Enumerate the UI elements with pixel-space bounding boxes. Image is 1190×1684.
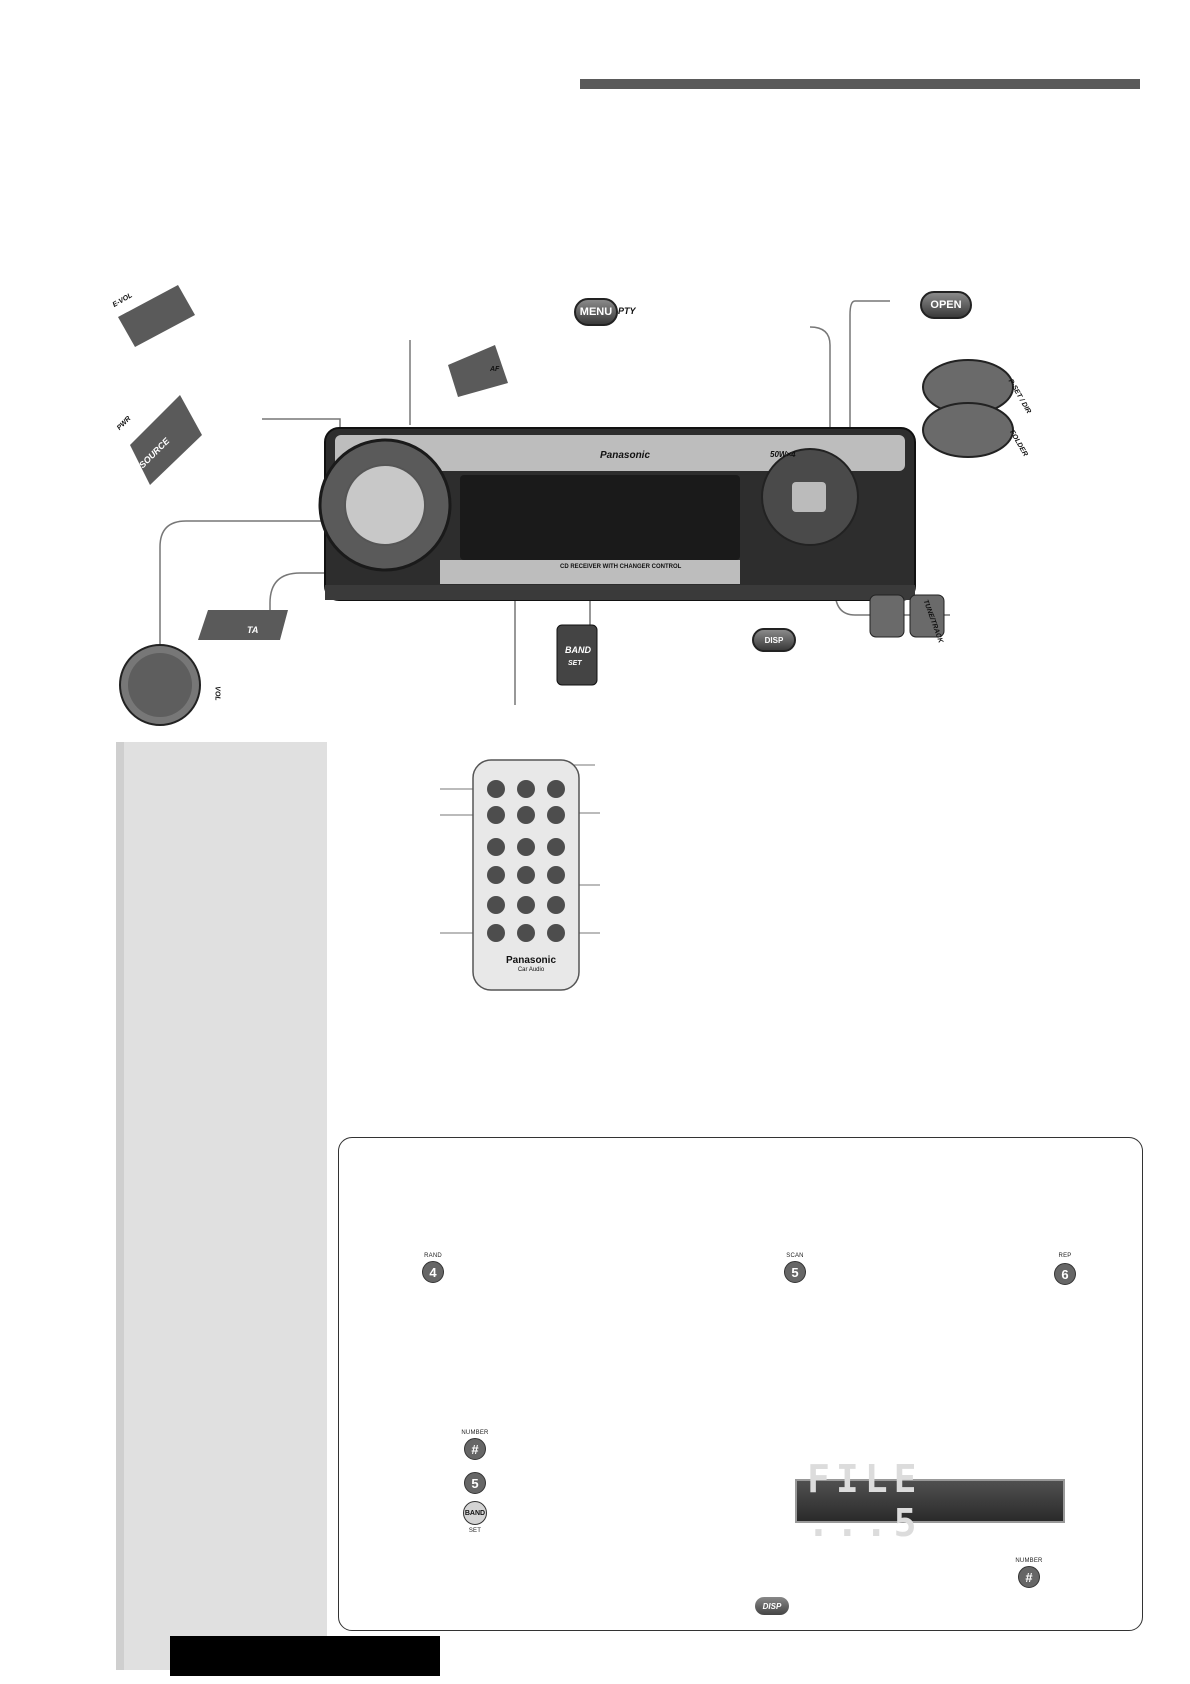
rand-button[interactable]: 4 — [422, 1261, 444, 1283]
disp-button[interactable]: DISP — [752, 628, 796, 652]
disp-small-button[interactable]: DISP — [755, 1597, 789, 1615]
open-button[interactable]: OPEN — [920, 291, 972, 319]
rep-caption: REP — [1058, 1253, 1072, 1259]
ta-label: TA — [247, 625, 259, 635]
rep-button[interactable]: 6 — [1054, 1263, 1076, 1285]
display-window — [460, 475, 740, 560]
remote-key — [517, 866, 535, 884]
set-caption: SET — [468, 1528, 482, 1534]
source-wedge — [130, 395, 202, 485]
lcd-text: FILE ...5 — [807, 1457, 923, 1545]
sidebar-panel — [116, 742, 327, 1670]
tip-box: RAND 4 SCAN 5 REP 6 NUMBER # 5 BAND SET … — [338, 1137, 1143, 1631]
set-label: SET — [568, 660, 582, 667]
number-button-2[interactable]: # — [1018, 1566, 1040, 1588]
faceplate-base — [325, 585, 915, 600]
faceplate-bottom-strip — [440, 560, 740, 584]
five-button[interactable]: 5 — [464, 1472, 486, 1494]
pty-label: PTY — [618, 306, 636, 316]
number-caption: NUMBER — [461, 1430, 489, 1436]
remote-key — [547, 806, 565, 824]
remote-key — [517, 896, 535, 914]
af-wedge — [448, 345, 508, 397]
mute-wedge — [118, 285, 195, 347]
header-rule — [580, 79, 1140, 89]
remote-key — [487, 838, 505, 856]
remote-brand: Panasonic — [505, 955, 557, 966]
remote-key — [487, 924, 505, 942]
af-label: AF — [490, 366, 500, 373]
band-label: BAND — [565, 645, 591, 655]
band-button[interactable]: BAND — [463, 1501, 487, 1525]
scan-button[interactable]: 5 — [784, 1261, 806, 1283]
remote-key — [517, 780, 535, 798]
remote-key — [517, 806, 535, 824]
head-unit-illustration — [118, 285, 1014, 726]
remote-key — [547, 780, 565, 798]
callout-line — [809, 326, 831, 453]
tagline-label: CD RECEIVER WITH CHANGER CONTROL — [560, 564, 682, 570]
remote-key — [487, 866, 505, 884]
scan-caption: SCAN — [786, 1253, 804, 1259]
tune-left-button — [869, 594, 905, 638]
footer-bar — [170, 1636, 440, 1676]
remote-key — [517, 924, 535, 942]
remote-key — [517, 838, 535, 856]
vol-label: VOL — [213, 686, 221, 701]
faceplate-top-strip — [335, 435, 905, 471]
down-button — [922, 402, 1014, 458]
band-button-block — [556, 624, 598, 686]
vol-knob-detail-inner — [128, 653, 192, 717]
number-button[interactable]: # — [464, 1438, 486, 1460]
lcd-display: FILE ...5 — [795, 1457, 1065, 1545]
nav-center-button — [792, 482, 826, 512]
remote-key — [547, 838, 565, 856]
brand-label: Panasonic — [600, 450, 651, 461]
number-caption-2: NUMBER — [1015, 1558, 1043, 1564]
remote-key — [487, 806, 505, 824]
callout-line — [269, 572, 370, 637]
callout-line — [159, 520, 410, 680]
power-label: 50W×4 — [770, 450, 796, 459]
remote-illustration — [440, 759, 600, 991]
remote-key — [547, 924, 565, 942]
callout-line — [849, 300, 890, 437]
menu-button[interactable]: MENU — [574, 298, 618, 326]
volume-knob — [344, 464, 426, 546]
ta-wedge — [198, 610, 288, 640]
tune-right-button — [909, 594, 945, 638]
remote-key — [487, 896, 505, 914]
remote-sub: Car Audio — [517, 967, 545, 973]
remote-key — [487, 780, 505, 798]
remote-key — [547, 896, 565, 914]
rand-caption: RAND — [424, 1253, 442, 1259]
remote-key — [547, 866, 565, 884]
